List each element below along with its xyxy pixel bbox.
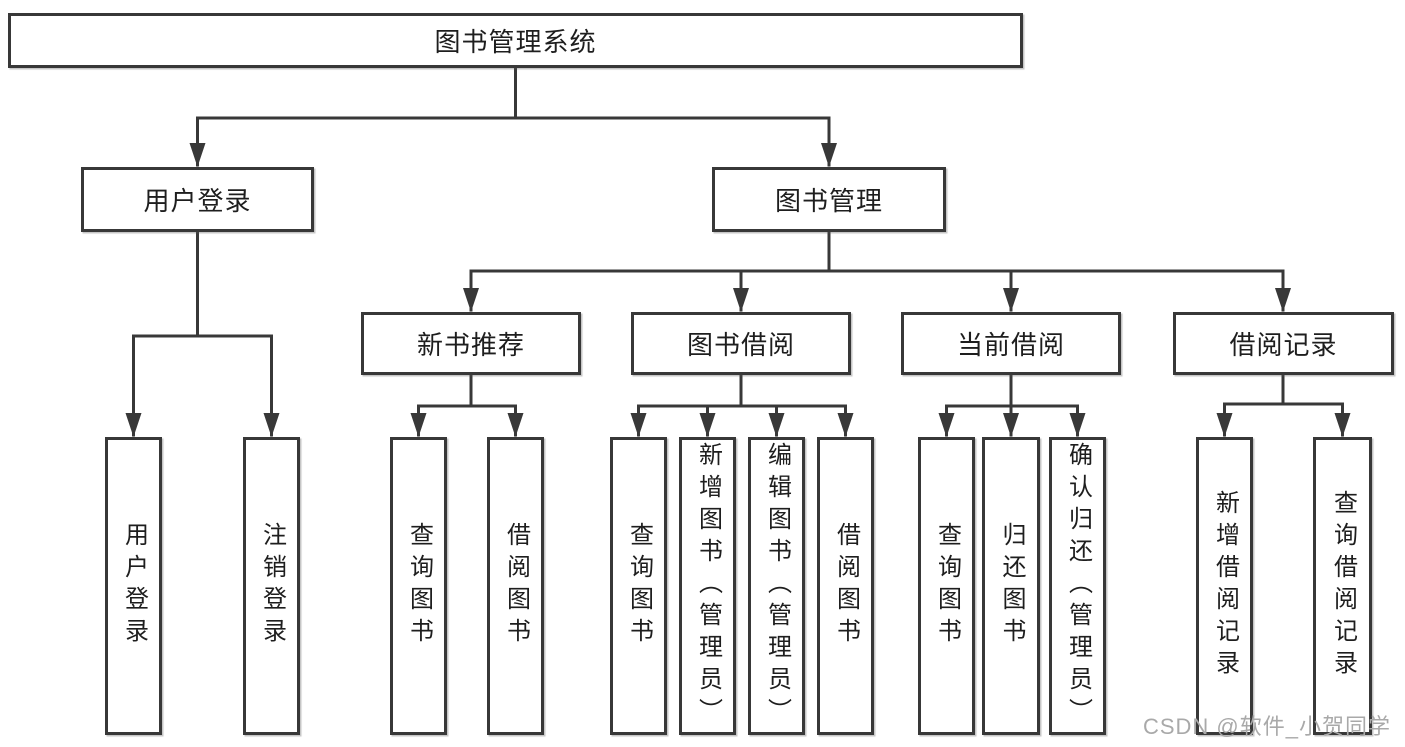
node-book-management: 图书管理	[712, 167, 946, 232]
leaf-edit-books-admin: 编辑图书（管理员）	[748, 437, 805, 735]
watermark: CSDN @软件_小贺同学	[1142, 714, 1391, 739]
node-book-management-label: 图书管理	[774, 186, 883, 216]
node-new-book-recommend-label: 新书推荐	[416, 330, 525, 360]
leaf-query-books-recommend: 查询图书	[390, 437, 447, 735]
node-book-borrowing: 图书借阅	[631, 312, 851, 375]
leaf-query-books-recommend-label: 查询图书	[405, 522, 433, 650]
leaf-query-books-current: 查询图书	[918, 437, 975, 735]
node-user-login: 用户登录	[81, 167, 314, 232]
leaf-return-books-label: 归还图书	[998, 522, 1025, 650]
leaf-borrow-books-borrowing: 借阅图书	[817, 437, 874, 735]
leaf-confirm-return-admin-label: 确认归还（管理员）	[1064, 442, 1092, 730]
leaf-query-books-borrowing-label: 查询图书	[625, 522, 653, 650]
leaf-add-borrow-record-label: 新增借阅记录	[1211, 490, 1239, 682]
node-book-borrowing-label: 图书借阅	[686, 330, 795, 360]
leaf-borrow-books-recommend: 借阅图书	[487, 437, 544, 735]
node-user-login-label: 用户登录	[143, 186, 252, 216]
node-current-borrowing-label: 当前借阅	[956, 330, 1065, 360]
leaf-add-books-admin: 新增图书（管理员）	[679, 437, 736, 735]
node-root-label: 图书管理系统	[434, 27, 597, 57]
leaf-return-books: 归还图书	[982, 437, 1040, 735]
leaf-edit-books-admin-label: 编辑图书（管理员）	[763, 442, 791, 730]
node-borrowing-records: 借阅记录	[1173, 312, 1394, 375]
leaf-confirm-return-admin: 确认归还（管理员）	[1049, 437, 1106, 735]
leaf-query-borrow-record: 查询借阅记录	[1313, 437, 1372, 735]
node-borrowing-records-label: 借阅记录	[1229, 330, 1338, 360]
leaf-logout-login: 注销登录	[243, 437, 300, 735]
leaf-user-login-label: 用户登录	[120, 522, 148, 650]
leaf-query-books-borrowing: 查询图书	[610, 437, 667, 735]
leaf-add-books-admin-label: 新增图书（管理员）	[694, 442, 722, 730]
leaf-logout-login-label: 注销登录	[258, 522, 286, 650]
leaf-user-login: 用户登录	[105, 437, 162, 735]
node-current-borrowing: 当前借阅	[901, 312, 1121, 375]
leaf-add-borrow-record: 新增借阅记录	[1196, 437, 1253, 735]
leaf-borrow-books-recommend-label: 借阅图书	[502, 522, 530, 650]
leaf-query-books-current-label: 查询图书	[933, 522, 961, 650]
leaf-borrow-books-borrowing-label: 借阅图书	[832, 522, 860, 650]
node-root: 图书管理系统	[8, 13, 1023, 68]
node-new-book-recommend: 新书推荐	[361, 312, 581, 375]
leaf-query-borrow-record-label: 查询借阅记录	[1329, 490, 1357, 682]
